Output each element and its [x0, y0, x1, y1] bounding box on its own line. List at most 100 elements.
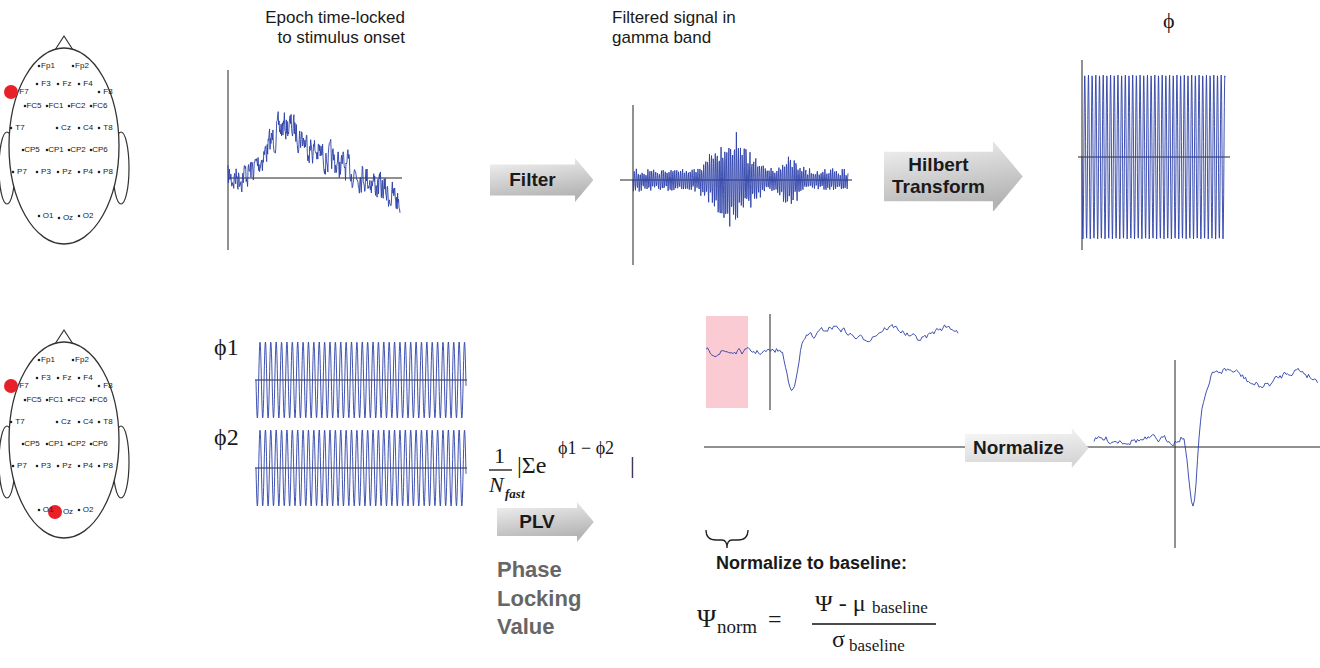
formula-subscript: norm: [717, 616, 757, 638]
arrow-body: [965, 428, 1089, 468]
process-arrow: Filter: [490, 158, 593, 202]
electrode-dot: [38, 215, 41, 218]
electrode-label: Fp2: [75, 61, 89, 70]
formula-part: =: [768, 606, 782, 634]
plv-trace: [706, 325, 958, 391]
electrode-dot: [57, 171, 60, 174]
eeg-epoch-trace: [228, 112, 400, 213]
electrode-label: Pz: [62, 461, 71, 470]
electrode-label: Fp2: [75, 355, 89, 364]
electrode-label: F8: [103, 87, 112, 96]
selected-electrode: [4, 85, 18, 99]
electrode-label: CP5: [24, 439, 40, 448]
electrode-dot: [98, 385, 101, 388]
step-label: Filter: [509, 169, 555, 191]
electrode-label: CP6: [92, 439, 108, 448]
electrode-dot: [72, 359, 75, 362]
electrode-label: P8: [103, 461, 113, 470]
electrode-label: CP2: [70, 439, 86, 448]
electrode-dot: [24, 105, 27, 108]
electrode-dot: [56, 421, 59, 424]
electrode-label: F4: [83, 79, 92, 88]
electrode-dot: [78, 127, 81, 130]
process-arrow: Hilbert Transform: [884, 141, 1023, 212]
selected-electrode: [4, 379, 18, 393]
electrode-label: P4: [83, 167, 93, 176]
electrode-label: P7: [17, 167, 27, 176]
electrode-dot: [46, 443, 49, 446]
electrode-label: FC6: [92, 395, 107, 404]
electrode-dot: [46, 399, 49, 402]
electrode-label: Cz: [61, 123, 71, 132]
phase-trace: [256, 430, 466, 506]
formula-part: |Σe: [517, 452, 546, 480]
process-arrow: PLV: [497, 502, 594, 542]
electrode-dot: [10, 127, 13, 130]
electrode-label: CP6: [92, 145, 108, 154]
electrode-label: CP1: [48, 145, 64, 154]
fraction-bar: [489, 469, 512, 470]
electrode-label: Fz: [63, 373, 72, 382]
baseline-window: [706, 316, 748, 408]
electrode-dot: [78, 83, 81, 86]
electrode-dot: [58, 217, 61, 220]
electrode-label: T7: [15, 417, 24, 426]
electrode-dot: [68, 105, 71, 108]
electrode-label: Pz: [62, 167, 71, 176]
electrode-dot: [98, 171, 101, 174]
head-outline: [9, 342, 119, 538]
electrode-dot: [57, 83, 60, 86]
electrode-dot: [36, 465, 39, 468]
electrode-label: P3: [41, 167, 51, 176]
electrode-label: O2: [83, 211, 94, 220]
electrode-label: F3: [41, 373, 50, 382]
formula-part: |: [630, 452, 635, 480]
signal-name: ϕ2: [214, 424, 239, 452]
fraction-bar: [812, 623, 936, 624]
arrow-body: [497, 502, 594, 542]
electrode-label: Fp1: [41, 61, 55, 70]
electrode-label: F8: [103, 381, 112, 390]
electrode-label: P4: [83, 461, 93, 470]
electrode-label: FC1: [48, 101, 63, 110]
electrode-label: FC2: [70, 101, 85, 110]
signal-name: ϕ1: [214, 334, 239, 362]
electrode-dot: [98, 465, 101, 468]
normalized-plv-trace: [1094, 368, 1318, 506]
electrode-dot: [57, 377, 60, 380]
electrode-label: F7: [19, 381, 28, 390]
phase-trace: [1082, 75, 1225, 239]
electrode-label: F7: [19, 87, 28, 96]
axis-line: [228, 70, 229, 250]
electrode-dot: [56, 127, 59, 130]
formula-heading: Normalize to baseline:: [716, 553, 907, 574]
electrode-label: FC6: [92, 101, 107, 110]
arrow-body: [884, 141, 1023, 212]
electrode-dot: [98, 127, 101, 130]
electrode-dot: [22, 443, 25, 446]
electrode-dot: [78, 377, 81, 380]
electrode-label: CP5: [24, 145, 40, 154]
electrode-dot: [57, 465, 60, 468]
electrode-dot: [46, 105, 49, 108]
electrode-label: FC5: [26, 395, 41, 404]
gamma-filtered-trace: [633, 132, 848, 226]
electrode-label: Cz: [61, 417, 71, 426]
electrode-dot: [78, 215, 81, 218]
formula-part: σ: [832, 626, 845, 654]
electrode-dot: [22, 149, 25, 152]
electrode-dot: [78, 465, 81, 468]
electrode-label: O1: [43, 505, 54, 514]
electrode-dot: [90, 443, 93, 446]
electrode-label: O2: [83, 505, 94, 514]
electrode-dot: [98, 421, 101, 424]
electrode-dot: [78, 421, 81, 424]
electrode-label: T8: [103, 417, 112, 426]
electrode-dot: [38, 65, 41, 68]
electrode-dot: [36, 171, 39, 174]
formula-part: N: [489, 472, 504, 497]
electrode-label: C4: [83, 417, 93, 426]
electrode-label: T8: [103, 123, 112, 132]
formula-part: Ψ: [697, 604, 716, 634]
